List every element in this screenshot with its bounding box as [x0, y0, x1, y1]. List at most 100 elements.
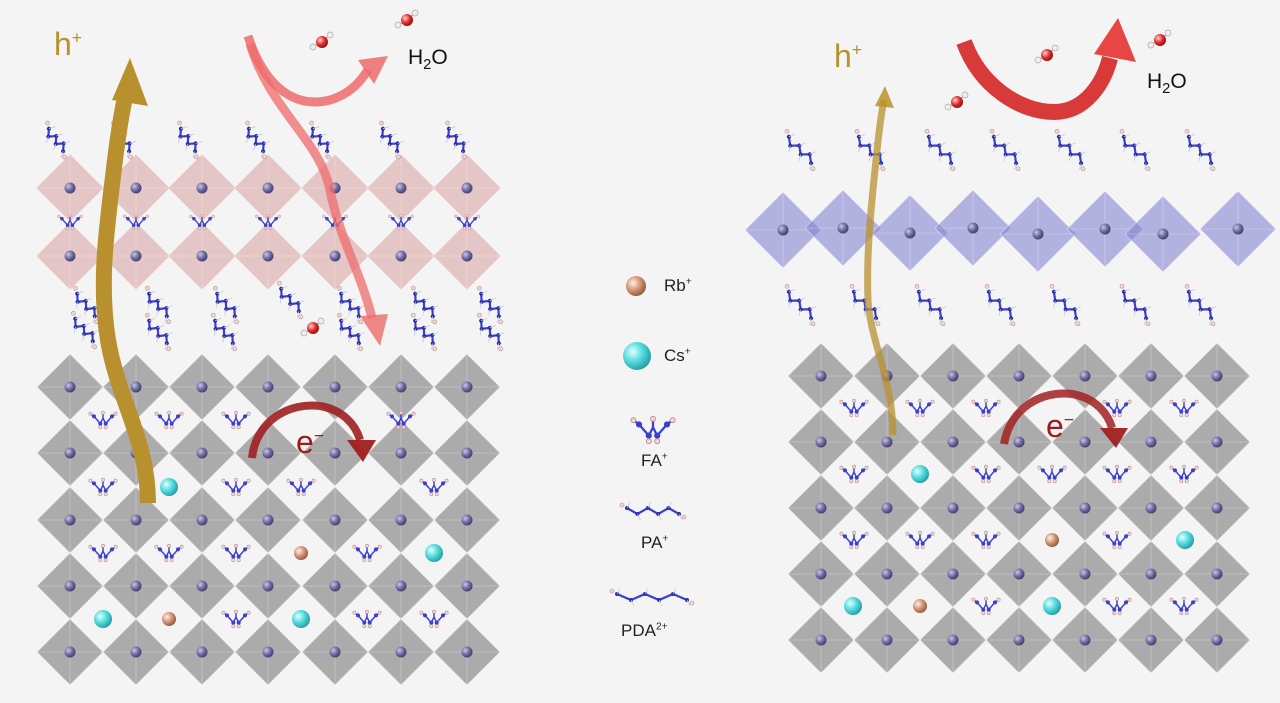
- bulk-octahedron: [787, 408, 855, 476]
- rb-ion: [1045, 533, 1059, 547]
- fa-cation: [1102, 530, 1132, 550]
- bulk-octahedron: [787, 540, 855, 608]
- legend-cs-icon: [623, 342, 651, 370]
- bulk-octahedron: [36, 353, 104, 421]
- bulk-octahedron: [433, 618, 501, 686]
- bulk-octahedron: [1183, 408, 1251, 476]
- spacer-octahedron: [366, 153, 436, 223]
- pda-cation: [1119, 283, 1152, 327]
- bulk-octahedron: [234, 552, 302, 620]
- fa-cation: [419, 477, 449, 497]
- fa-cation: [123, 213, 149, 231]
- cs-ion: [911, 465, 929, 483]
- pda-cation: [1049, 283, 1082, 327]
- bulk-octahedron: [919, 540, 987, 608]
- hole-arrow: [864, 99, 897, 436]
- fa-cation: [971, 464, 1001, 484]
- fa-cation: [221, 543, 251, 563]
- legend-rb-icon: [626, 276, 646, 296]
- fa-cation: [88, 477, 118, 497]
- water-out-arrow: [243, 34, 372, 107]
- bulk-octahedron: [234, 353, 302, 421]
- water-molecule: [394, 9, 419, 29]
- left-electron-label: e−: [296, 424, 325, 460]
- legend-pda-label: PDA2+: [621, 621, 668, 640]
- fa-cation: [839, 398, 869, 418]
- rb-ion: [913, 599, 927, 613]
- water-molecule: [300, 317, 325, 337]
- bulk-octahedron: [102, 618, 170, 686]
- hole-arrow: [95, 82, 156, 504]
- bulk-octahedron: [985, 474, 1053, 542]
- bulk-octahedron: [1117, 474, 1185, 542]
- bulk-octahedron: [301, 486, 369, 554]
- pa-cation: [213, 285, 241, 325]
- bulk-octahedron: [853, 540, 921, 608]
- pa-cation: [411, 285, 439, 325]
- legend-fa-icon: [630, 415, 676, 445]
- pa-cation: [477, 285, 505, 325]
- pa-cation: [477, 312, 505, 352]
- electron-arrow-head: [347, 440, 376, 462]
- legend-fa-label: FA+: [641, 451, 668, 470]
- cs-ion: [160, 478, 178, 496]
- spacer-octahedron: [167, 153, 237, 223]
- electron-arrow: [248, 401, 364, 459]
- spacer-octahedron: [233, 221, 303, 291]
- spacer-octahedron: [233, 153, 303, 223]
- fa-cation: [154, 543, 184, 563]
- bulk-octahedron: [787, 606, 855, 674]
- bulk-octahedron: [168, 486, 236, 554]
- bulk-octahedron: [433, 486, 501, 554]
- bulk-octahedron: [367, 353, 435, 421]
- bulk-octahedron: [853, 474, 921, 542]
- pa-cation: [337, 285, 365, 325]
- bulk-octahedron: [787, 342, 855, 410]
- bulk-octahedron: [1183, 474, 1251, 542]
- fa-cation: [221, 410, 251, 430]
- spacer-octahedron: [871, 194, 949, 272]
- fa-cation: [1169, 464, 1199, 484]
- bulk-octahedron: [1051, 606, 1119, 674]
- pda-cation: [989, 128, 1022, 172]
- bulk-octahedron: [1183, 606, 1251, 674]
- pda-cation: [914, 283, 947, 327]
- pda-cation: [984, 283, 1017, 327]
- fa-cation: [971, 398, 1001, 418]
- pa-cation: [177, 120, 203, 160]
- fa-cation: [839, 464, 869, 484]
- pa-cation: [145, 312, 173, 352]
- pda-cation: [924, 128, 957, 172]
- bulk-octahedron: [853, 606, 921, 674]
- pa-cation: [73, 285, 101, 325]
- fa-cation: [1102, 464, 1132, 484]
- legend-pa-label: PA+: [641, 533, 669, 552]
- bulk-octahedron: [433, 419, 501, 487]
- pa-cation: [211, 312, 239, 352]
- bulk-octahedron: [853, 408, 921, 476]
- pda-cation: [854, 128, 887, 172]
- fa-cation: [386, 410, 416, 430]
- water-molecule: [944, 91, 969, 111]
- bulk-octahedron: [168, 353, 236, 421]
- bulk-octahedron: [168, 618, 236, 686]
- right-hole-label: h+: [834, 38, 863, 74]
- pa-cation: [445, 120, 471, 160]
- fa-cation: [221, 609, 251, 629]
- bulk-octahedron: [36, 486, 104, 554]
- bulk-octahedron: [1183, 342, 1251, 410]
- water-out-arrow-head: [358, 56, 388, 84]
- bulk-octahedron: [36, 552, 104, 620]
- water-molecule: [1147, 29, 1172, 49]
- pda-cation: [1054, 128, 1087, 172]
- fa-cation: [839, 530, 869, 550]
- fa-cation: [352, 543, 382, 563]
- bulk-octahedron: [919, 408, 987, 476]
- legend-rb-label: Rb+: [664, 276, 692, 295]
- fa-cation: [1169, 596, 1199, 616]
- fa-cation: [189, 213, 215, 231]
- fa-cation: [971, 596, 1001, 616]
- legend-cs-label: Cs+: [664, 346, 691, 365]
- cs-ion: [844, 597, 862, 615]
